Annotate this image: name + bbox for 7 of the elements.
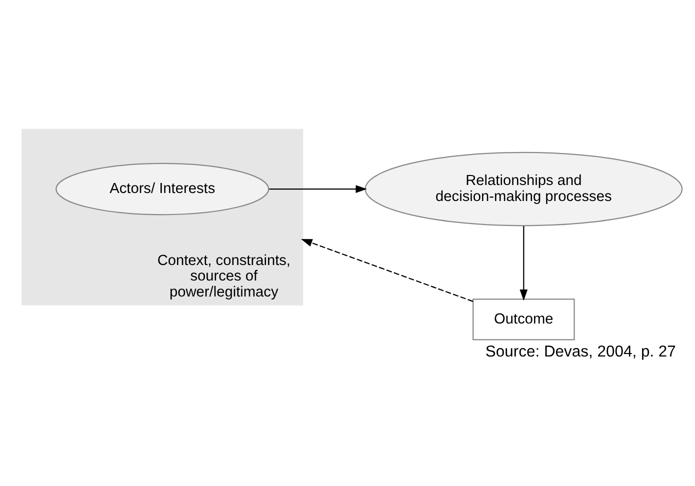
node-ellipse: Actors/ Interests — [56, 162, 270, 216]
arrow — [269, 185, 367, 193]
arrow — [520, 226, 528, 301]
node-ellipse: Relationships and decision-making processes — [364, 152, 683, 226]
arrow — [300, 238, 474, 302]
node-box: Outcome — [472, 298, 575, 340]
caption: Source: Devas, 2004, p. 27 — [485, 344, 676, 361]
